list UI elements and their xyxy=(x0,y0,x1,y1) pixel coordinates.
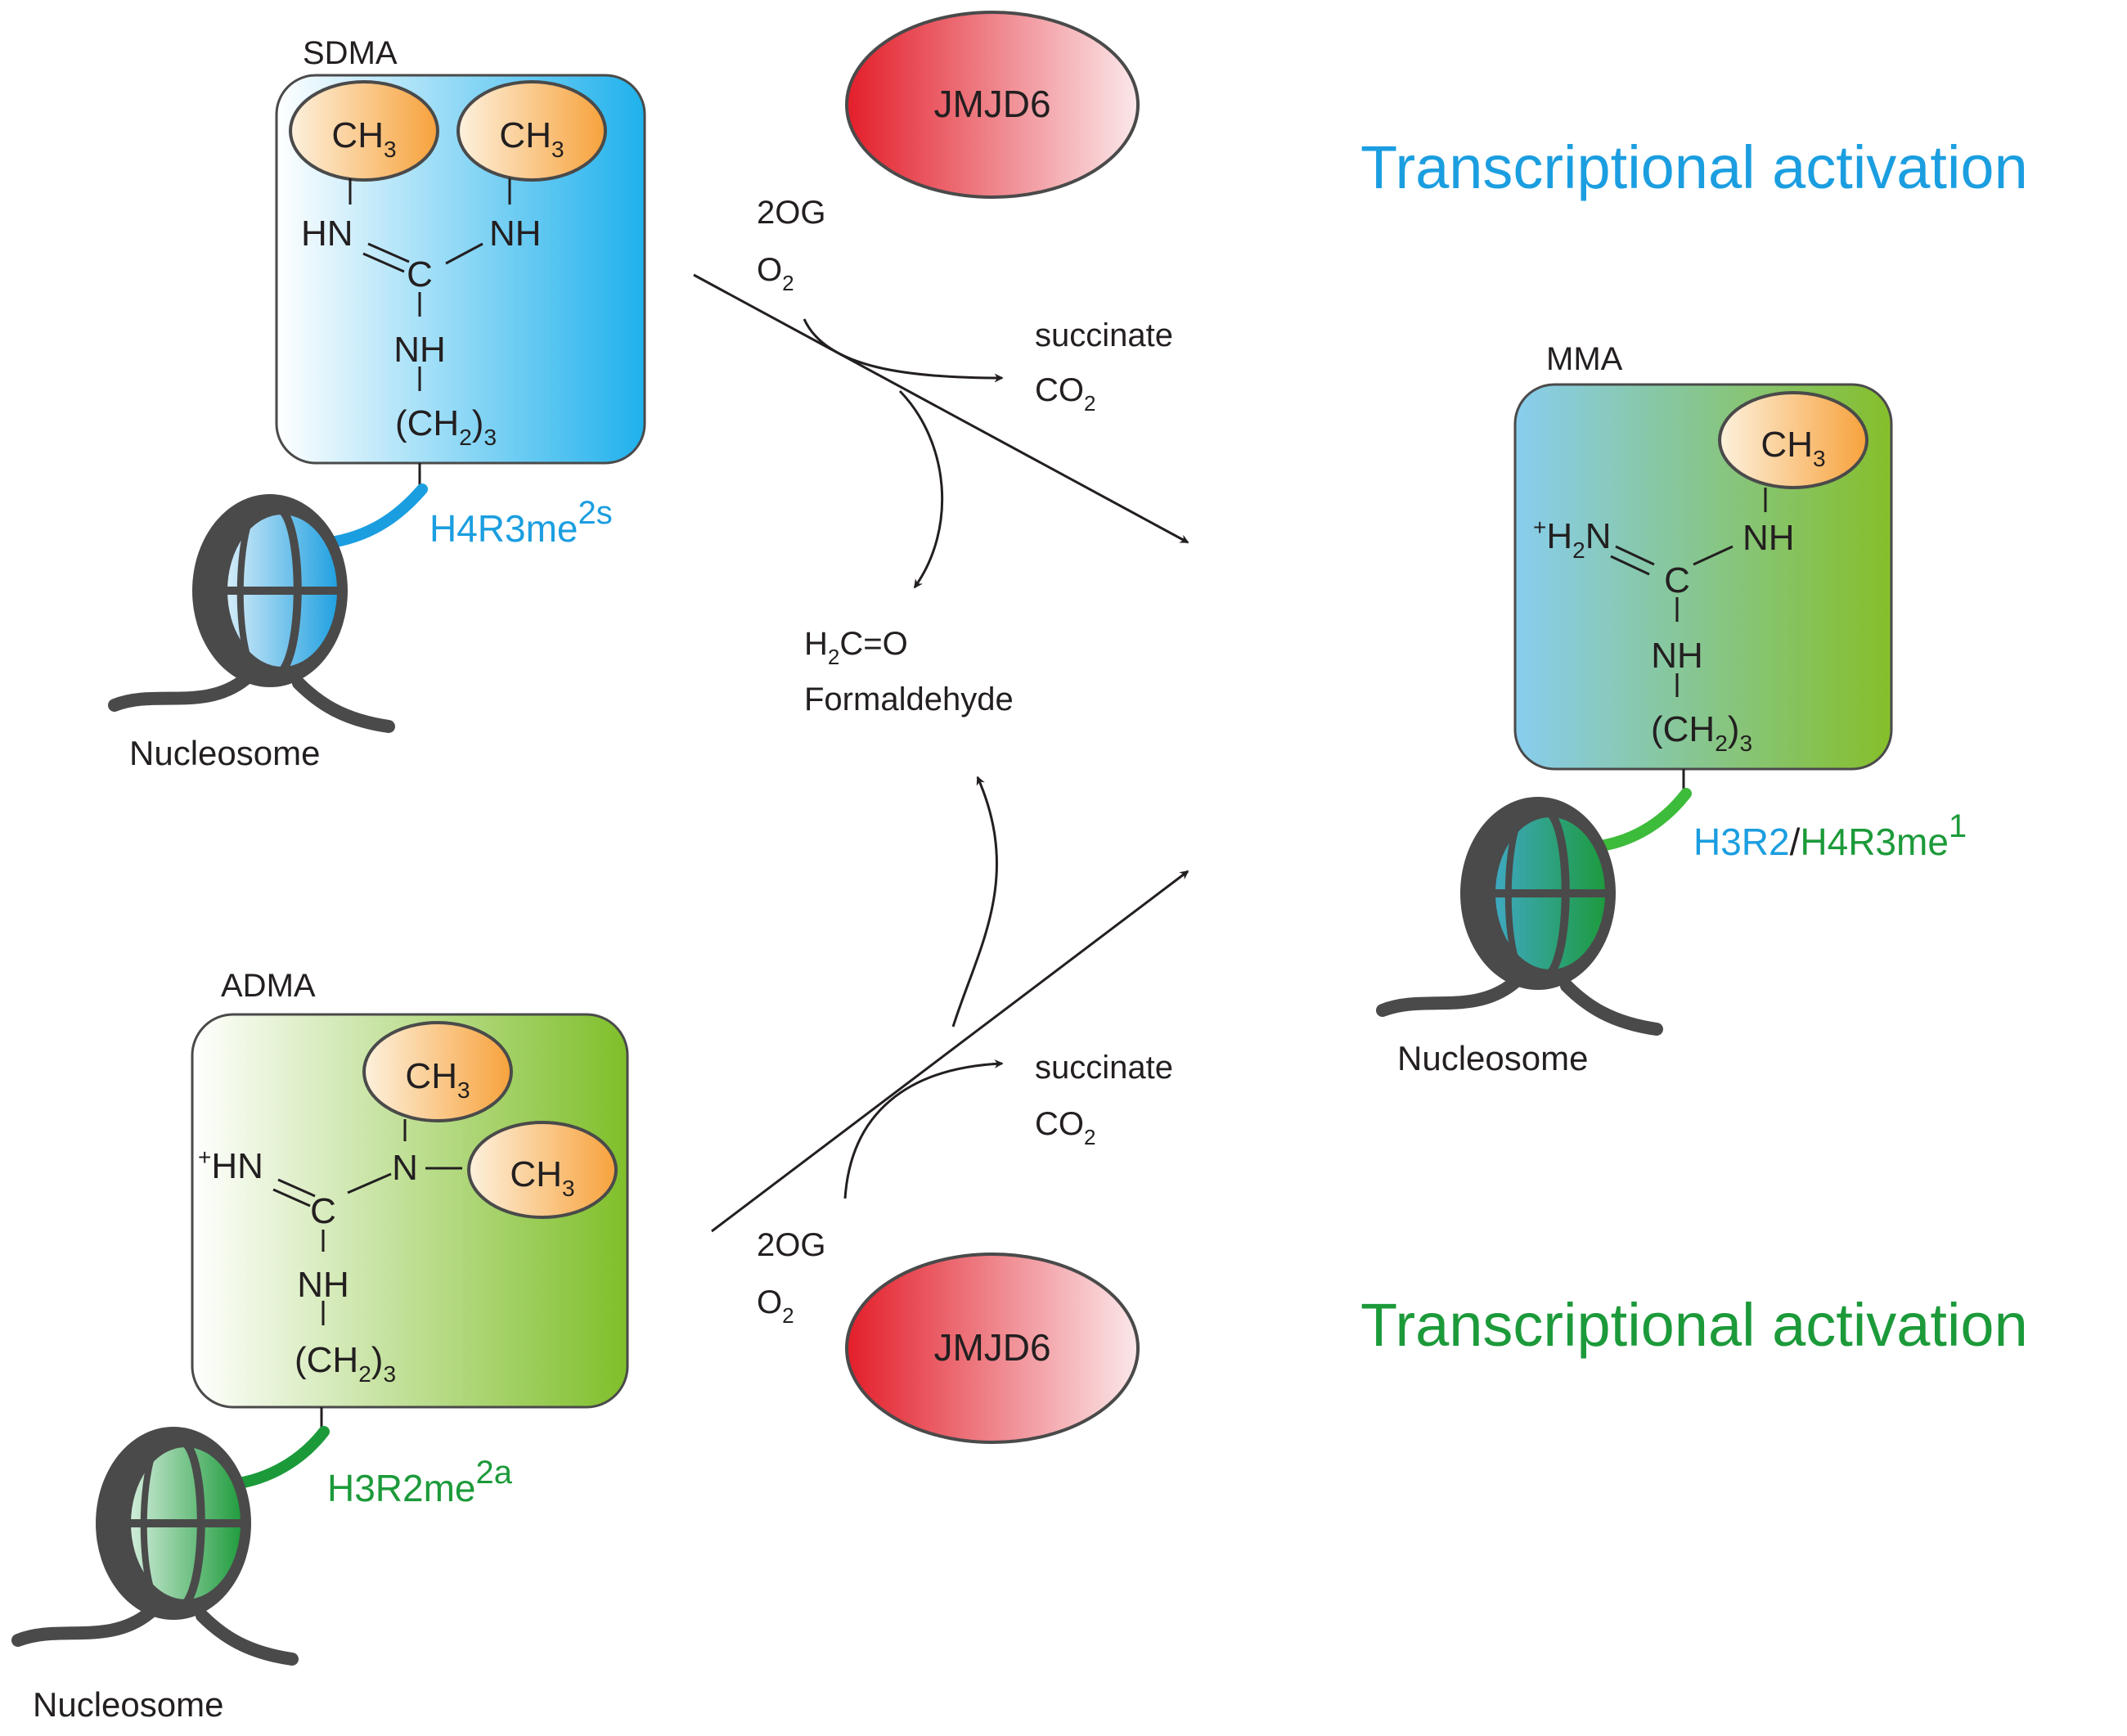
adma-nucleosome-label: Nucleosome xyxy=(33,1685,223,1724)
jmjd6-top-label: JMJD6 xyxy=(933,83,1050,125)
adma-nh-chain: NH xyxy=(297,1265,349,1305)
bottom-product-succinate: succinate xyxy=(1035,1050,1173,1086)
sdma-nh-chain: NH xyxy=(393,330,446,370)
adma-mark-label: H3R2me2a xyxy=(327,1455,513,1509)
top-reaction: JMJD6 2OG O2 succinate CO2 xyxy=(693,11,1189,589)
mma-nh-right: NH xyxy=(1743,518,1795,558)
jmjd6-bottom-enzyme xyxy=(845,1253,1140,1444)
bottom-product-co2: CO2 xyxy=(1035,1106,1095,1149)
sdma-nh-right: NH xyxy=(489,214,542,254)
sdma-carbon: C xyxy=(407,254,433,295)
sdma-chain: (CH2)3 xyxy=(395,403,497,450)
adma-nitrogen: N xyxy=(392,1148,418,1188)
bottom-cofactor-o2: O2 xyxy=(757,1284,794,1328)
top-main-arrow xyxy=(693,273,1189,544)
mma-nh-chain: NH xyxy=(1651,636,1703,676)
mma-mark-label: H3R2/H4R3me1 xyxy=(1693,808,1967,863)
formaldehyde-name: Formaldehyde xyxy=(804,681,1014,717)
sdma-mark-label: H4R3me2s xyxy=(429,495,613,550)
sdma-bonds xyxy=(349,178,511,391)
outcome-top: Transcriptional activation xyxy=(1360,133,2028,201)
mma-bonds xyxy=(1610,488,1767,697)
sdma-title: SDMA xyxy=(303,35,398,71)
mma-group: MMA CH3 +H2N NH C NH (CH2)3 H3R2/H4R3me1 xyxy=(1376,341,1967,1077)
top-product-succinate: succinate xyxy=(1035,317,1173,353)
mma-ch3-oval xyxy=(1718,391,1868,489)
mma-ch3: CH3 xyxy=(1761,425,1825,471)
adma-group: ADMA CH3 CH3 +HN N C NH (CH2)3 H3R2me2a xyxy=(11,968,629,1724)
adma-ch3-side: CH3 xyxy=(510,1154,574,1201)
formaldehyde-formula: H2C=O xyxy=(804,626,908,669)
outcome-bottom: Transcriptional activation xyxy=(1360,1291,2028,1359)
sdma-nucleosome-label: Nucleosome xyxy=(129,734,320,772)
sdma-ch3-right: CH3 xyxy=(499,115,564,162)
mma-title: MMA xyxy=(1546,341,1623,377)
adma-ch3-top-oval xyxy=(362,1021,513,1122)
top-cofactor-o2: O2 xyxy=(757,252,794,295)
sdma-hn: HN xyxy=(301,214,353,254)
adma-ch3-top: CH3 xyxy=(405,1056,470,1103)
top-succinate-arrow xyxy=(803,318,1004,383)
top-product-co2: CO2 xyxy=(1035,372,1095,416)
bottom-cofactor-2og: 2OG xyxy=(757,1227,825,1263)
mma-nucleosome xyxy=(1376,797,1663,1036)
mma-h2n: +H2N xyxy=(1533,515,1612,563)
top-cofactor-2og: 2OG xyxy=(757,195,825,231)
mma-histone-tail xyxy=(1590,788,1692,852)
sdma-ch3-right-oval xyxy=(456,80,607,182)
sdma-group: SDMA CH3 CH3 HN NH C NH (CH2)3 H4R3me2s xyxy=(108,35,646,772)
adma-ch3-side-oval xyxy=(467,1121,618,1219)
adma-hn: +HN xyxy=(198,1145,263,1186)
adma-nucleosome xyxy=(11,1427,299,1666)
sdma-ch3-left: CH3 xyxy=(331,115,396,162)
jmjd6-bottom-label: JMJD6 xyxy=(933,1326,1050,1369)
mma-nucleosome-label: Nucleosome xyxy=(1397,1039,1588,1077)
adma-chain: (CH2)3 xyxy=(295,1340,396,1387)
adma-carbon: C xyxy=(310,1191,336,1231)
bottom-succinate-arrow xyxy=(843,1059,1004,1199)
adma-box xyxy=(191,1013,629,1409)
adma-bonds xyxy=(272,1119,462,1325)
top-formaldehyde-arrow xyxy=(898,389,944,589)
mma-carbon: C xyxy=(1664,560,1690,600)
bottom-formaldehyde-arrow xyxy=(951,776,998,1028)
bottom-main-arrow xyxy=(711,870,1189,1233)
sdma-histone-tail xyxy=(313,483,428,550)
jmjd6-top-enzyme xyxy=(845,11,1140,199)
bottom-reaction: succinate CO2 2OG O2 JMJD6 xyxy=(711,776,1189,1444)
sdma-nucleosome xyxy=(108,494,395,733)
adma-title: ADMA xyxy=(221,968,316,1004)
sdma-ch3-left-oval xyxy=(289,80,439,182)
mma-chain: (CH2)3 xyxy=(1651,709,1752,756)
